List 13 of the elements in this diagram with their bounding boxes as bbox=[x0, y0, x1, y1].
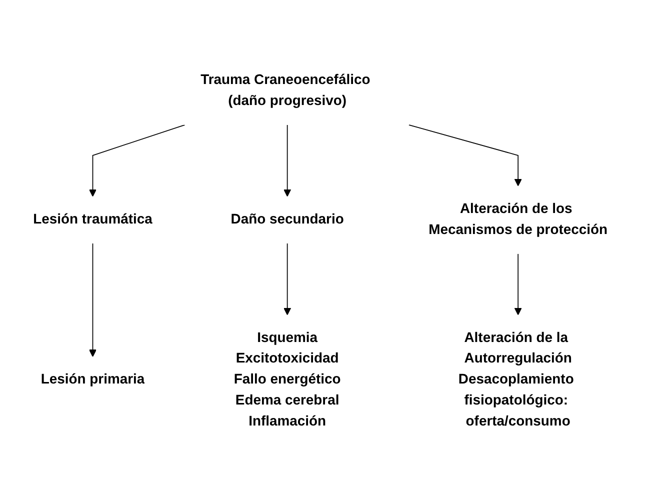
node-text: Alteración de la Autorregulación Desacoplamiento fisiopatológico: oferta/consumo bbox=[458, 330, 574, 429]
arrow bbox=[514, 253, 522, 315]
node-text: Trauma Craneoencefálico (daño progresivo) bbox=[200, 72, 370, 108]
arrow bbox=[88, 124, 186, 196]
arrow bbox=[284, 124, 292, 196]
arrow bbox=[408, 124, 522, 186]
node-text: Daño secundario bbox=[230, 212, 344, 227]
node-text: Isquemia Excitotoxicidad Fallo energético Edema cerebral Inflamación bbox=[234, 330, 341, 429]
arrow bbox=[284, 242, 292, 315]
node-text: Lesión primaria bbox=[40, 372, 145, 387]
node-text: Lesión traumática bbox=[33, 212, 152, 227]
node-text: Alteración de los Mecanismos de protección bbox=[428, 201, 608, 238]
arrow bbox=[88, 242, 97, 357]
